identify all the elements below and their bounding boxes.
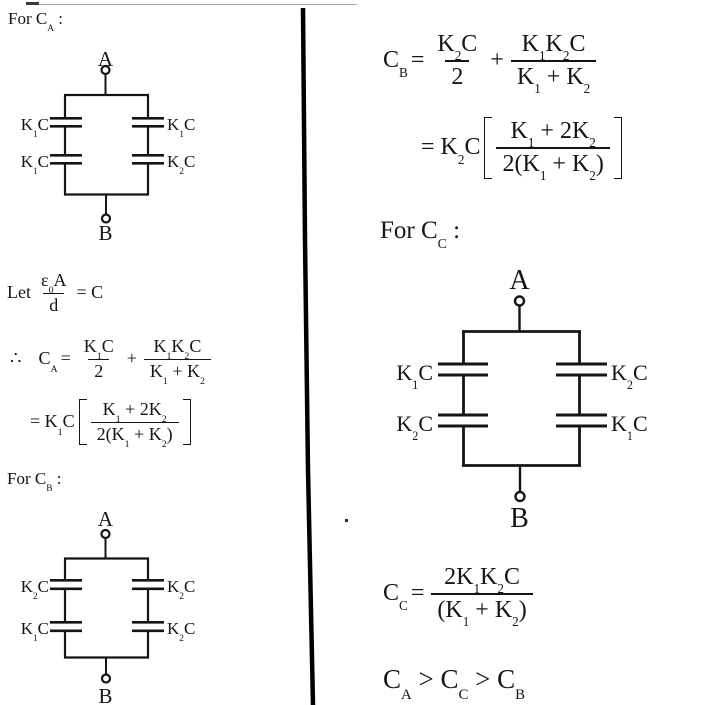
column-divider — [300, 7, 316, 705]
circuit-b-cap-label-right-bottom: K2C — [167, 619, 196, 644]
cc-lhs: CC — [383, 580, 408, 613]
circuit-a-terminal-top-node — [100, 64, 111, 76]
left-bracket — [78, 399, 87, 446]
circuit-b-cap-label-right-top: K2C — [167, 577, 196, 602]
circuit-c-cap-label-left-bottom: K2C — [396, 411, 433, 443]
circuit-c-branch-wires — [462, 331, 581, 466]
circuit-b-branch-wires — [63, 558, 150, 658]
right-bracket — [182, 399, 191, 446]
epsilon-fraction-denominator: d — [43, 292, 65, 317]
ca-line2-prefix: = K1C — [30, 411, 75, 438]
circuit-b-terminal-top-node — [100, 528, 111, 540]
therefore-symbol: ∴ — [10, 348, 22, 369]
cb-frac1-num: K2C — [437, 31, 478, 64]
ca-bracket-fraction: K1 + 2K2 2(K1 + K2) — [90, 399, 179, 449]
circuit-c-terminal-top-node — [513, 295, 526, 307]
circuit-a-terminal-bottom-label: B — [98, 221, 113, 245]
circuit-c-diagram — [438, 295, 607, 503]
ca-frac1-num: K1C — [83, 336, 114, 363]
epsilon-fraction-numerator: ε0A — [41, 270, 67, 297]
cb-fraction-1: K2C 2 — [431, 30, 483, 92]
heading-for-cc: For CC : — [380, 217, 461, 251]
ca-frac1-den: 2 — [88, 358, 110, 383]
circuit-c-cap-label-left-top: K1C — [396, 360, 433, 392]
circuit-c-terminal-bottom-label: B — [510, 503, 529, 534]
circuit-a-cap-label-left-bottom: K1C — [20, 152, 49, 177]
circuit-c-terminal-bottom-node — [514, 490, 526, 503]
ca-lhs: CA — [38, 348, 58, 375]
cb-frac2-num: K1K2C — [521, 31, 586, 64]
cb-equals: = — [410, 47, 425, 74]
ca-frac2-den: K1 + K2 — [143, 358, 211, 386]
top-scan-line — [39, 3, 357, 5]
circuit-b-frame — [64, 557, 149, 659]
let-equals-c: = C — [76, 282, 104, 303]
cb-bracket-fraction: K1 + 2K2 2(K1 + K2) — [496, 117, 610, 182]
ca-frac2-num: K1K2C — [153, 336, 202, 363]
cb-bracket-den: 2(K1 + K2) — [496, 146, 610, 182]
cc-frac-den: (K1 + K2) — [431, 592, 533, 628]
cc-equals: = — [410, 580, 425, 607]
left-bracket — [484, 117, 493, 179]
circuit-a-cap-label-right-top: K1C — [167, 115, 196, 140]
scan-dash-mark — [26, 2, 39, 5]
circuit-c-cap-label-right-bottom: K1C — [611, 411, 648, 443]
circuit-a-capacitor-plates — [50, 117, 164, 165]
cc-frac-num: 2K1K2C — [444, 564, 520, 597]
circuit-b-cap-label-left-bottom: K1C — [20, 619, 49, 644]
cc-fraction: 2K1K2C (K1 + K2) — [431, 563, 533, 628]
circuit-b-terminal-bottom-label: B — [98, 684, 113, 705]
circuit-b-terminal-bottom-node — [100, 673, 112, 684]
heading-for-ca: For CA : — [8, 9, 63, 34]
formula-ca-line1: ∴ CA = K1C 2 + K1K2C K1 + K2 — [10, 336, 215, 386]
circuit-b-terminal-top-label: A — [97, 507, 114, 531]
ca-bracket-den: 2(K1 + K2) — [90, 421, 179, 449]
formula-cc-line: CC = 2K1K2C (K1 + K2) — [383, 563, 537, 628]
ca-fraction-2: K1K2C K1 + K2 — [143, 336, 211, 386]
ca-plus: + — [126, 348, 137, 369]
circuit-a-branch-wires — [63, 95, 150, 195]
cb-bracket-num: K1 + 2K2 — [510, 118, 596, 151]
epsilon-fraction: ε0A d — [35, 270, 73, 316]
circuit-c-terminal-top-label: A — [509, 265, 530, 296]
formula-cb-line2: = K2C K1 + 2K2 2(K1 + K2) — [421, 117, 622, 182]
stray-dot-mark — [345, 519, 348, 522]
right-bracket — [613, 117, 622, 179]
circuit-a-cap-label-left-top: K1C — [20, 115, 49, 140]
formula-ca-line2: = K1C K1 + 2K2 2(K1 + K2) — [30, 399, 191, 449]
heading-for-cb: For CB : — [7, 469, 62, 494]
formula-inequality: CA > CC > CB — [383, 663, 526, 703]
circuit-c-capacitor-plates — [438, 362, 607, 428]
circuit-c-cap-label-right-top: K2C — [611, 360, 648, 392]
inequality-text: CA > CC > CB — [383, 664, 526, 703]
circuit-b-capacitor-plates — [50, 579, 164, 633]
ca-equals: = — [60, 348, 71, 369]
circuit-a-cap-label-right-bottom: K2C — [167, 152, 196, 177]
let-word: Let — [7, 282, 31, 303]
cb-frac2-den: K1 + K2 — [510, 59, 597, 95]
formula-cb-line1: CB = K2C 2 + K1K2C K1 + K2 — [383, 30, 600, 95]
circuit-a-frame — [64, 93, 149, 196]
circuit-a-diagram — [50, 64, 164, 224]
cb-line2-prefix: = K2C — [421, 134, 481, 167]
cb-lhs: CB — [383, 47, 408, 80]
circuit-b-diagram — [50, 528, 164, 684]
circuit-a-terminal-top-label: A — [97, 47, 114, 71]
circuit-c-frame — [462, 330, 581, 467]
cb-frac1-den: 2 — [445, 59, 470, 92]
ca-fraction-1: K1C 2 — [78, 336, 120, 382]
cb-plus: + — [490, 47, 504, 74]
cb-fraction-2: K1K2C K1 + K2 — [510, 30, 597, 95]
ca-bracket-num: K1 + 2K2 — [102, 399, 167, 426]
circuit-b-cap-label-left-top: K2C — [20, 577, 49, 602]
circuit-a-terminal-bottom-node — [100, 213, 112, 224]
formula-let-definition: Let ε0A d = C — [7, 270, 103, 316]
